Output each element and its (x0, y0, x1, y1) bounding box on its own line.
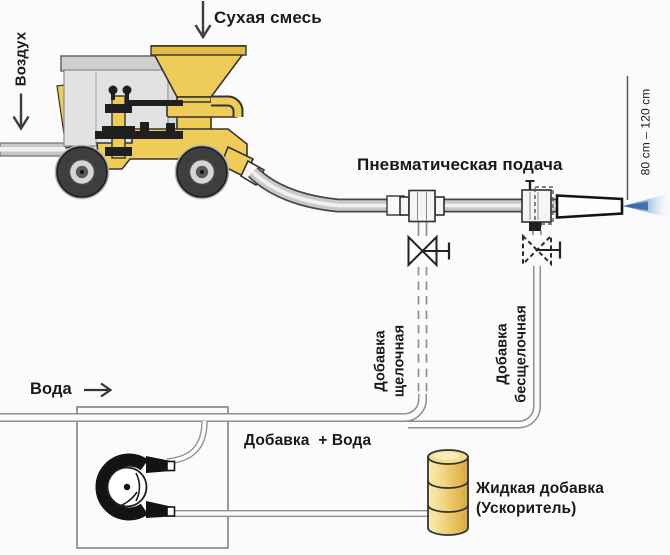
alkaline-injection-coupling (399, 189, 445, 223)
rear-wheel (54, 144, 110, 200)
front-wheel (174, 144, 230, 200)
spray-distance-label: 80 cm – 120 cm (638, 88, 653, 176)
dry-mix-label: Сухая смесь (214, 8, 322, 27)
alkaline-dashed-pipe (417, 221, 428, 394)
pneumatic-delivery-hose (248, 166, 559, 216)
water-label: Вода (30, 380, 72, 398)
non-alkaline-injection-coupling (521, 180, 554, 231)
spray-jet (623, 193, 669, 218)
pump-discharge-line (166, 420, 208, 465)
pneumatic-feed-label: Пневматическая подача (357, 155, 563, 174)
spray-nozzle (555, 194, 624, 219)
additive-plus-water-label: Добавка + Вода (244, 432, 372, 449)
down-arrow-icon (12, 93, 30, 131)
non-alkaline-additive-label: Добавка бесщелочная (494, 305, 529, 403)
shotcrete-machine (54, 45, 266, 200)
alkaline-valve (407, 234, 451, 268)
non-alkaline-valve (522, 233, 562, 267)
liquid-additive-label: Жидкая добавка (Ускоритель) (476, 480, 604, 517)
non-alkaline-additive-pipe (408, 266, 541, 429)
right-arrow-icon (84, 382, 113, 398)
peristaltic-pump (95, 453, 176, 521)
dosing-pump-box (76, 406, 229, 549)
alkaline-additive-label: Добавка щелочная (372, 324, 407, 398)
accelerator-barrel (427, 449, 469, 536)
water-additive-pipe (0, 394, 427, 422)
air-label: Воздух (12, 31, 30, 87)
down-arrow-icon (194, 1, 212, 40)
